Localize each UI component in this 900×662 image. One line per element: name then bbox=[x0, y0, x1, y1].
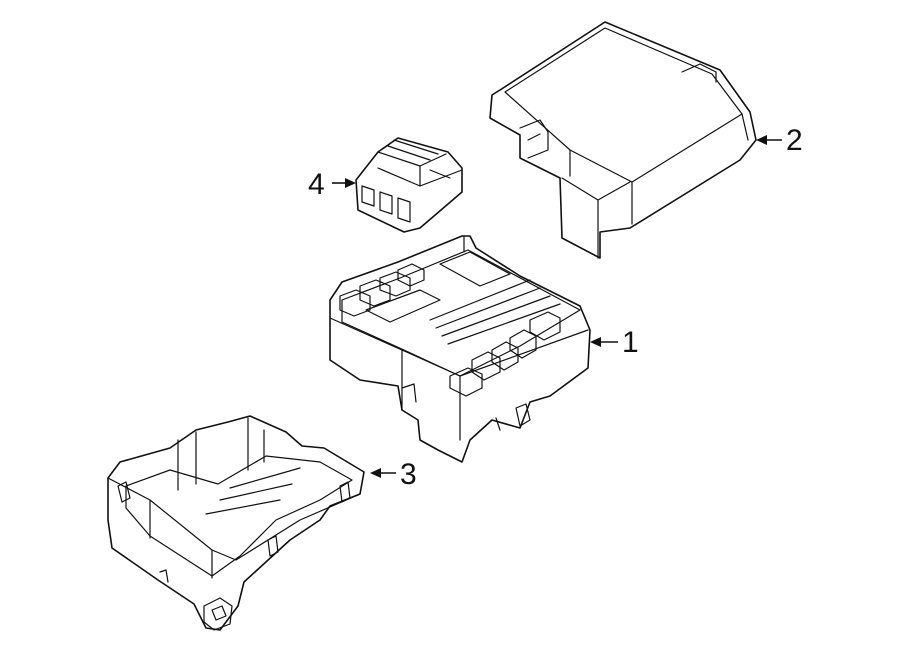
callout-3: 3 bbox=[400, 458, 417, 491]
fuse-box-fuse-rows bbox=[429, 279, 561, 345]
relay-body bbox=[355, 137, 463, 233]
cover-latch bbox=[519, 119, 549, 159]
fuse-box-part-1[interactable] bbox=[329, 235, 591, 463]
leader-4 bbox=[332, 178, 356, 188]
cover-tab bbox=[681, 63, 717, 83]
fuse-box-tray bbox=[365, 251, 511, 323]
tray-ribs bbox=[177, 417, 301, 515]
leader-3 bbox=[370, 468, 396, 478]
callout-2: 2 bbox=[786, 124, 803, 157]
tray-clips bbox=[117, 481, 351, 583]
callout-1: 1 bbox=[622, 326, 639, 359]
tray-body bbox=[107, 415, 365, 631]
fuse-box-front-wall bbox=[329, 317, 589, 441]
fuse-box-relays-left bbox=[339, 263, 425, 317]
relay-top bbox=[377, 151, 463, 187]
fuse-box-post bbox=[463, 235, 477, 253]
relay-slots bbox=[361, 185, 411, 223]
cover-side-skirt bbox=[561, 177, 631, 259]
cover-body bbox=[489, 21, 757, 259]
relay-ridges bbox=[387, 139, 451, 179]
tray-front-rim bbox=[107, 477, 361, 579]
leader-1 bbox=[590, 337, 618, 347]
tray-mount bbox=[203, 597, 233, 631]
tray-part-3[interactable] bbox=[107, 415, 365, 631]
cover-top-edge bbox=[569, 113, 749, 225]
relay-part-4[interactable] bbox=[355, 137, 463, 233]
leader-2 bbox=[756, 135, 782, 145]
fuse-box-relays-right bbox=[449, 311, 561, 397]
fuse-box-body bbox=[329, 235, 591, 463]
fuse-box-foot bbox=[401, 383, 531, 431]
cover-part-2[interactable] bbox=[489, 21, 757, 259]
callout-4: 4 bbox=[308, 168, 325, 201]
